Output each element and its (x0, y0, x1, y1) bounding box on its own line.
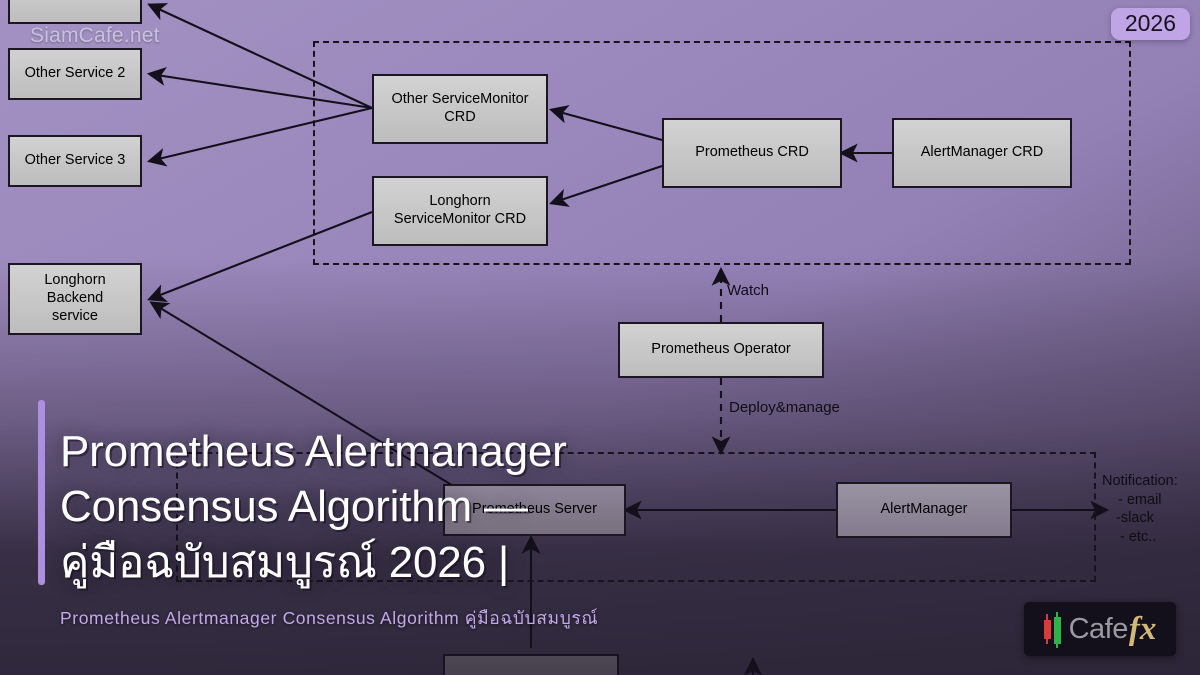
logo-word: Cafe (1068, 612, 1129, 645)
node-label: Longhorn Backend service (44, 272, 106, 324)
notification-title: Notification: (1102, 473, 1178, 489)
node-prometheus-crd[interactable]: Prometheus CRD (662, 118, 842, 188)
node-alertmanager[interactable]: AlertManager (836, 482, 1012, 538)
page-subtitle: Prometheus Alertmanager Consensus Algori… (60, 608, 599, 628)
title-line-3: คู่มือฉบับสมบูรณ์ 2026 | (60, 537, 510, 587)
node-other-service-2[interactable]: Other Service 2 (8, 48, 142, 100)
node-label: Prometheus Server (472, 501, 597, 518)
node-label: Other Service 3 (24, 152, 126, 169)
node-other-service-3[interactable]: Other Service 3 (8, 135, 142, 187)
notification-list: Notification: - email -slack - etc.. (1102, 472, 1178, 546)
candlestick-icon (1043, 612, 1061, 648)
node-prometheus-operator[interactable]: Prometheus Operator (618, 322, 824, 378)
site-watermark: SiamCafe.net (30, 24, 160, 47)
node-longhorn-backend-service[interactable]: Longhorn Backend service (8, 263, 142, 335)
node-bottom-partial[interactable] (443, 654, 619, 675)
edge-label-watch: Watch (727, 282, 769, 299)
node-other-servicemonitor-crd[interactable]: Other ServiceMonitor CRD (372, 74, 548, 144)
logo-fx: fx (1128, 610, 1157, 647)
title-block: Prometheus Alertmanager Consensus Algori… (60, 424, 760, 590)
page-title: Prometheus Alertmanager Consensus Algori… (60, 424, 760, 590)
node-label: Prometheus CRD (695, 144, 809, 161)
crd-group-dashed-boundary (313, 41, 1131, 265)
notification-item-slack: -slack (1116, 510, 1154, 527)
node-label: Other ServiceMonitor CRD (391, 91, 529, 125)
year-badge: 2026 (1110, 8, 1190, 40)
edge-label-deploy-manage: Deploy&manage (729, 399, 840, 416)
notification-item-etc: - etc.. (1120, 528, 1157, 545)
node-other-service-1[interactable] (8, 0, 142, 24)
notification-item-email: - email (1118, 491, 1162, 508)
node-label: AlertManager CRD (920, 144, 1044, 161)
node-label: Longhorn ServiceMonitor CRD (393, 193, 527, 227)
node-label: AlertManager (880, 501, 968, 518)
title-line-2: Consensus Algorithm — (60, 482, 528, 532)
node-prometheus-server[interactable]: Prometheus Server (443, 484, 626, 536)
node-alertmanager-crd[interactable]: AlertManager CRD (892, 118, 1072, 188)
node-label: Other Service 2 (24, 65, 126, 82)
node-label: Prometheus Operator (651, 341, 791, 358)
node-longhorn-servicemonitor-crd[interactable]: Longhorn ServiceMonitor CRD (372, 176, 548, 246)
title-accent-bar (38, 400, 45, 585)
title-line-1: Prometheus Alertmanager (60, 427, 567, 476)
cafefx-logo: Cafe fx (1024, 602, 1176, 656)
